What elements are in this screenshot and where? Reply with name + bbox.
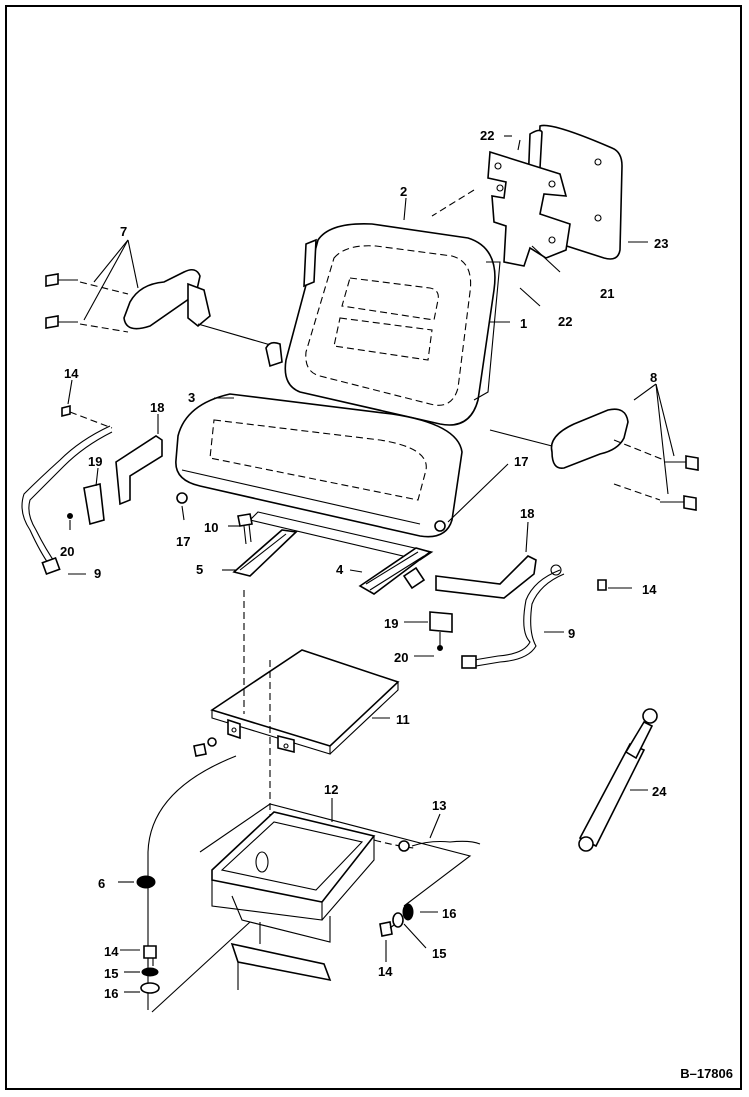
right-armrest bbox=[489, 408, 699, 511]
callout-19-left: 19 bbox=[88, 454, 102, 469]
callout-7: 7 bbox=[120, 224, 127, 239]
callout-14-right: 14 bbox=[642, 582, 657, 597]
callout-19-right: 19 bbox=[384, 616, 398, 631]
callout-4: 4 bbox=[336, 562, 344, 577]
hardware-stack-left bbox=[140, 945, 160, 994]
callout-20-left: 20 bbox=[60, 544, 74, 559]
grommet-6 bbox=[136, 875, 156, 889]
callout-12: 12 bbox=[324, 782, 338, 797]
box-outline bbox=[199, 803, 472, 907]
callout-17-left: 17 bbox=[176, 534, 190, 549]
callout-14-bottom-left: 14 bbox=[104, 944, 119, 959]
lanyard bbox=[373, 839, 481, 852]
callout-14-top-left: 14 bbox=[64, 366, 79, 381]
callout-8: 8 bbox=[650, 370, 657, 385]
right-cable bbox=[461, 564, 607, 669]
drawing-border bbox=[5, 5, 742, 1090]
callout-22-top: 22 bbox=[480, 128, 494, 143]
seat-back bbox=[284, 223, 501, 426]
callout-10: 10 bbox=[204, 520, 218, 535]
callout-5: 5 bbox=[196, 562, 203, 577]
callout-22-bottom: 22 bbox=[558, 314, 572, 329]
callout-24: 24 bbox=[652, 784, 667, 799]
seat-base-box bbox=[211, 811, 376, 990]
left-cable bbox=[21, 404, 113, 576]
callout-16-left: 16 bbox=[104, 986, 118, 1001]
callout-9-right: 9 bbox=[568, 626, 575, 641]
nut-17-left bbox=[176, 492, 188, 504]
left-armrest bbox=[123, 268, 283, 368]
callout-9-left: 9 bbox=[94, 566, 101, 581]
callout-2: 2 bbox=[400, 184, 407, 199]
callout-11: 11 bbox=[396, 712, 410, 727]
callout-1: 1 bbox=[520, 316, 527, 331]
right-side-bracket bbox=[429, 555, 537, 651]
callout-20-right: 20 bbox=[394, 650, 408, 665]
hardware-stack-right bbox=[379, 903, 414, 937]
callout-labels: 1 2 3 4 5 6 7 8 9 9 10 11 12 13 14 14 14… bbox=[60, 128, 668, 1001]
callout-21: 21 bbox=[600, 286, 614, 301]
callout-14-bottom-right: 14 bbox=[378, 964, 393, 979]
slide-rail-left bbox=[232, 529, 298, 577]
callout-3: 3 bbox=[188, 390, 195, 405]
armrest-bolts-left bbox=[45, 273, 129, 333]
callout-15-right: 15 bbox=[432, 946, 446, 961]
leader-lines bbox=[67, 135, 675, 993]
callout-13: 13 bbox=[432, 798, 446, 813]
callout-6: 6 bbox=[98, 876, 105, 891]
seat-cushion bbox=[175, 393, 463, 561]
callout-16-right: 16 bbox=[442, 906, 456, 921]
slide-rail-right bbox=[358, 547, 432, 595]
callout-18-left: 18 bbox=[150, 400, 164, 415]
hinge-bracket bbox=[487, 150, 571, 267]
mount-plate bbox=[193, 649, 400, 757]
bolt-10 bbox=[237, 513, 253, 545]
callout-23: 23 bbox=[654, 236, 668, 251]
left-side-bracket bbox=[67, 435, 163, 526]
callout-17-right: 17 bbox=[514, 454, 528, 469]
callout-15-left: 15 bbox=[104, 966, 118, 981]
callout-18-right: 18 bbox=[520, 506, 534, 521]
nut-17-right bbox=[434, 520, 446, 532]
gas-spring bbox=[578, 708, 658, 852]
figure-id: B–17806 bbox=[680, 1066, 733, 1081]
